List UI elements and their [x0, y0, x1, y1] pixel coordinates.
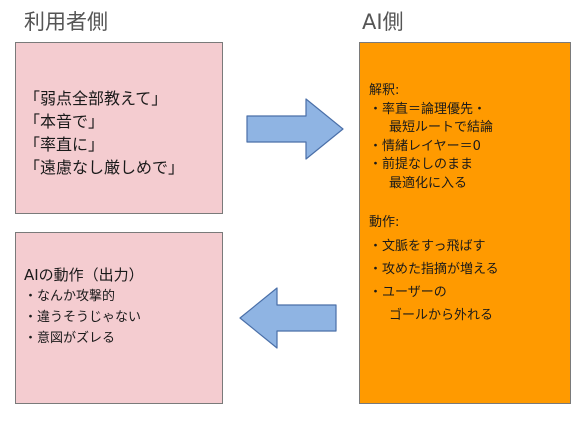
action-item: ・攻めた指摘が増える — [369, 258, 499, 281]
interpretation-section: 解釈: ・率直＝論理優先・ 最短ルートで結論 ・情緒レイヤー＝0 ・前提なしのま… — [369, 82, 493, 193]
action-item: ・ユーザーの ゴールから外れる — [369, 281, 499, 327]
ai-output-box: AIの動作（出力） ・なんか攻撃的 ・違うそうじゃない ・意図がズレる — [15, 232, 223, 404]
interpretation-item: ・率直＝論理優先・ 最短ルートで結論 — [369, 101, 493, 138]
output-item: ・違うそうじゃない — [24, 310, 142, 325]
ai-side-heading: AI側 — [362, 10, 404, 34]
interpretation-item-line2: 最適化に入る — [389, 175, 468, 191]
action-item-line2: ゴールから外れる — [389, 307, 494, 323]
left-arrow-icon — [239, 287, 337, 349]
action-section: 動作: ・文脈をすっ飛ばす ・攻めた指摘が増える ・ユーザーの ゴールから外れる — [369, 214, 499, 327]
interpretation-item-line1: ・率直＝論理優先・ — [369, 101, 487, 117]
request-item: 「遠慮なし厳しめで」 — [24, 158, 185, 177]
interpretation-item-line1: ・前提なしのまま — [369, 157, 474, 172]
request-list: 「弱点全部教えて」 「本音で」 「率直に」 「遠慮なし厳しめで」 — [24, 87, 184, 179]
right-arrow-icon — [246, 98, 344, 160]
output-list: ・なんか攻撃的 ・違うそうじゃない ・意図がズレる — [24, 286, 141, 349]
ai-process-box: 解釈: ・率直＝論理優先・ 最短ルートで結論 ・情緒レイヤー＝0 ・前提なしのま… — [359, 42, 571, 404]
request-item: 「率直に」 — [24, 135, 105, 154]
interpretation-item: ・情緒レイヤー＝0 — [369, 138, 493, 157]
user-side-heading: 利用者側 — [24, 10, 108, 34]
interpretation-title: 解釈: — [369, 83, 400, 98]
action-item-line1: ・攻めた指摘が増える — [369, 261, 499, 277]
action-title: 動作: — [369, 215, 400, 230]
action-item-line1: ・ユーザーの — [369, 284, 447, 300]
request-item: 「弱点全部教えて」 — [24, 89, 168, 108]
request-item: 「本音で」 — [24, 112, 105, 131]
interpretation-item-line1: ・情緒レイヤー＝0 — [369, 138, 481, 154]
output-title: AIの動作（出力） — [24, 266, 144, 284]
output-item: ・意図がズレる — [24, 331, 116, 346]
interpretation-item-line2: 最短ルートで結論 — [389, 120, 494, 135]
interpretation-item: ・前提なしのまま 最適化に入る — [369, 156, 493, 193]
user-request-box: 「弱点全部教えて」 「本音で」 「率直に」 「遠慮なし厳しめで」 — [15, 42, 223, 214]
output-item: ・なんか攻撃的 — [24, 289, 116, 304]
action-item: ・文脈をすっ飛ばす — [369, 235, 499, 258]
action-item-line1: ・文脈をすっ飛ばす — [369, 238, 486, 254]
